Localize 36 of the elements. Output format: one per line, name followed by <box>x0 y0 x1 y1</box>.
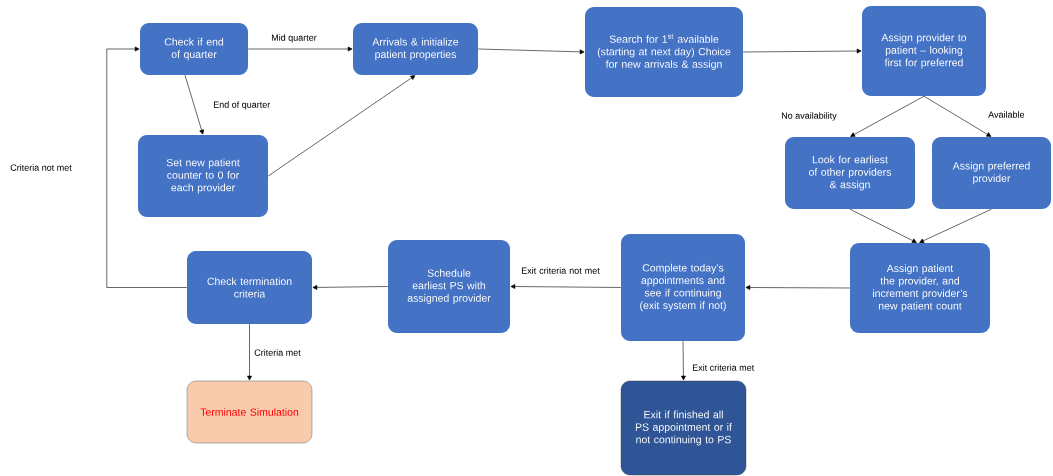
arrow <box>681 340 686 381</box>
process-box: Assign preferred provider <box>932 137 1051 209</box>
process-box: Set new patient counter to 0 for each provider <box>138 135 268 217</box>
process-box: Schedule earliest PS with assigned provider <box>388 240 510 333</box>
arrow <box>312 285 389 290</box>
process-box: Check termination criteria <box>187 251 312 324</box>
edge-label: Mid quarter <box>271 34 317 43</box>
process-box: Assign patient the provider, and increment provider’s new patient count <box>850 243 990 333</box>
arrow <box>267 75 416 177</box>
edge-label: Exit criteria met <box>692 364 755 371</box>
process-box: Look for earliest of other providers & assign <box>785 137 915 209</box>
process-box: Complete today’s appointments and see if continuing (exit system if not) <box>621 234 745 341</box>
edge-label: Exit criteria not met <box>521 267 600 274</box>
terminal-box: Terminate Simulation <box>186 380 313 444</box>
arrow <box>106 46 188 288</box>
process-box: Assign provider to patient – looking first for preferred <box>862 6 986 96</box>
edge-label: No availability <box>781 112 837 121</box>
edge-label: Criteria met <box>254 349 301 356</box>
arrow <box>923 95 992 137</box>
process-box: Arrivals & initialize patient properties <box>353 23 478 75</box>
arrow <box>742 48 862 54</box>
exit-box: Exit if finished all PS appointment or if not continuing to PS <box>620 380 747 476</box>
arrow <box>919 208 992 243</box>
arrow <box>247 46 353 52</box>
edge-label: End of quarter <box>213 101 271 110</box>
process-box: Search for 1$^{st}$ available (starting at next day) Choice for new arrivals & assign <box>585 7 743 97</box>
arrow <box>850 95 925 137</box>
arrow <box>247 323 252 381</box>
arrow <box>477 48 585 55</box>
process-box: Check if end of quarter <box>140 23 248 75</box>
arrow <box>184 74 204 135</box>
edge-label: Criteria not met <box>10 164 72 171</box>
arrow <box>849 208 917 243</box>
arrow <box>745 285 851 290</box>
edge-label: Available <box>988 111 1025 118</box>
arrow <box>510 284 622 289</box>
